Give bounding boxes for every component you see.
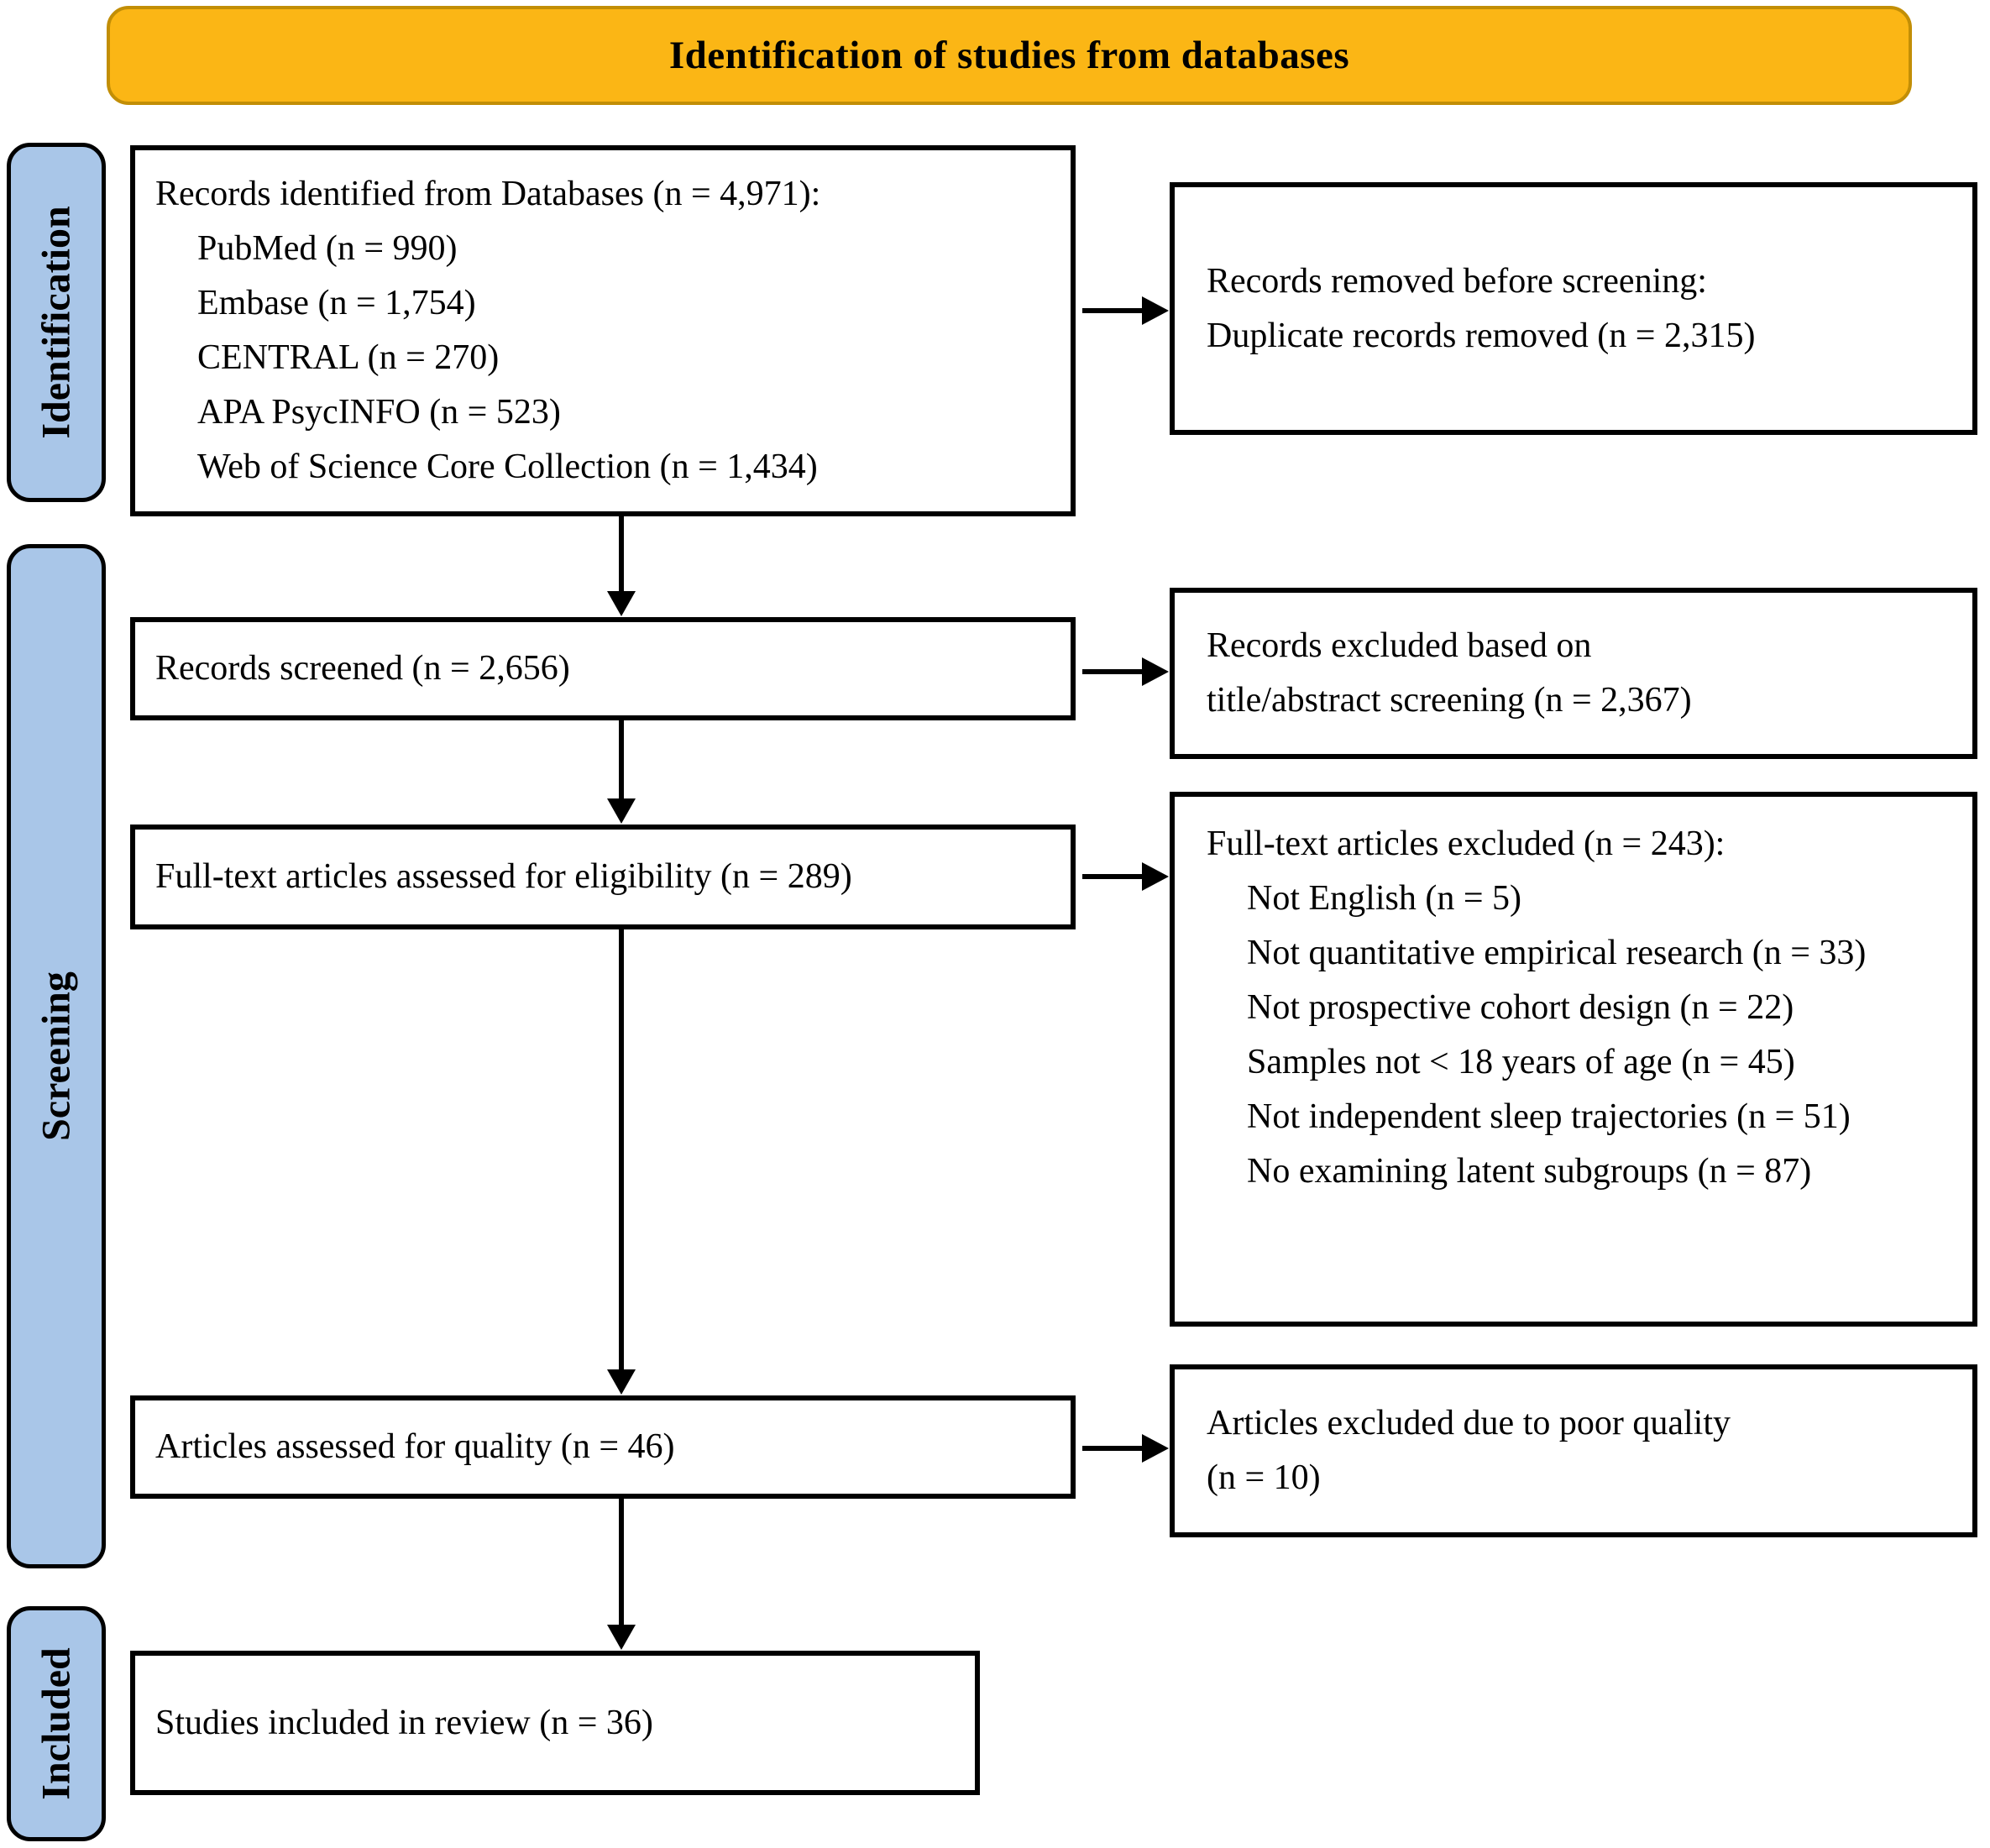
fulltext-excluded-item: Not independent sleep trajectories (n = … [1247,1097,1851,1136]
removed-before-line: Records removed before screening: [1207,261,1707,301]
records-identified-title: Records identified from Databases (n = 4… [155,175,821,213]
fulltext-excluded-item: Not quantitative empirical research (n =… [1247,934,1867,972]
poor-quality-excluded-box: Articles excluded due to poor quality (n… [1170,1364,1977,1537]
arrow-fulltext-to-excluded [1082,874,1143,879]
records-identified-item: APA PsycINFO (n = 523) [197,393,561,432]
quality-assessed-box: Articles assessed for quality (n = 46) [130,1395,1076,1499]
fulltext-excluded-box: Full-text articles excluded (n = 243): N… [1170,792,1977,1327]
phase-label-included: Included [34,1647,79,1800]
included-studies-title: Studies included in review (n = 36) [155,1703,653,1742]
records-identified-item: CENTRAL (n = 270) [197,338,500,377]
arrow-quality-to-excluded [1082,1446,1143,1451]
phase-bar-identification: Identification [7,143,106,502]
arrow-quality-to-included [619,1499,624,1626]
records-screened-box: Records screened (n = 2,656) [130,617,1076,720]
fulltext-excluded-item: Not prospective cohort design (n = 22) [1247,988,1794,1027]
title-abstract-excluded-box: Records excluded based on title/abstract… [1170,588,1977,759]
quality-assessed-title: Articles assessed for quality (n = 46) [155,1427,675,1466]
arrow-identified-to-screened [619,516,624,592]
records-identified-item: Embase (n = 1,754) [197,284,476,322]
records-identified-box: Records identified from Databases (n = 4… [130,145,1076,516]
records-screened-title: Records screened (n = 2,656) [155,649,570,688]
poor-quality-line: Articles excluded due to poor quality [1207,1404,1731,1442]
title-abstract-line: Records excluded based on [1207,626,1592,665]
fulltext-assessed-title: Full-text articles assessed for eligibil… [155,857,852,896]
fulltext-assessed-box: Full-text articles assessed for eligibil… [130,825,1076,929]
included-studies-box: Studies included in review (n = 36) [130,1651,980,1795]
poor-quality-line: (n = 10) [1207,1458,1321,1497]
banner-title: Identification of studies from databases [668,34,1350,77]
fulltext-excluded-item: Not English (n = 5) [1247,879,1521,918]
removed-before-screening-box: Records removed before screening: Duplic… [1170,182,1977,435]
fulltext-excluded-item: No examining latent subgroups (n = 87) [1247,1152,1812,1191]
arrow-identified-to-removed [1082,308,1143,313]
records-identified-item: PubMed (n = 990) [197,229,458,268]
phase-label-screening: Screening [34,971,79,1141]
arrow-screened-to-excluded [1082,669,1143,674]
phase-bar-included: Included [7,1606,106,1841]
records-identified-item: Web of Science Core Collection (n = 1,43… [197,448,818,486]
removed-before-line: Duplicate records removed (n = 2,315) [1207,316,1756,355]
arrow-fulltext-to-quality [619,929,624,1370]
phase-label-identification: Identification [34,206,79,439]
banner: Identification of studies from databases [107,6,1912,105]
title-abstract-line: title/abstract screening (n = 2,367) [1207,681,1692,720]
phase-bar-screening: Screening [7,544,106,1568]
fulltext-excluded-item: Samples not < 18 years of age (n = 45) [1247,1043,1795,1081]
fulltext-excluded-title: Full-text articles excluded (n = 243): [1207,825,1726,863]
arrow-screened-to-fulltext [619,720,624,799]
